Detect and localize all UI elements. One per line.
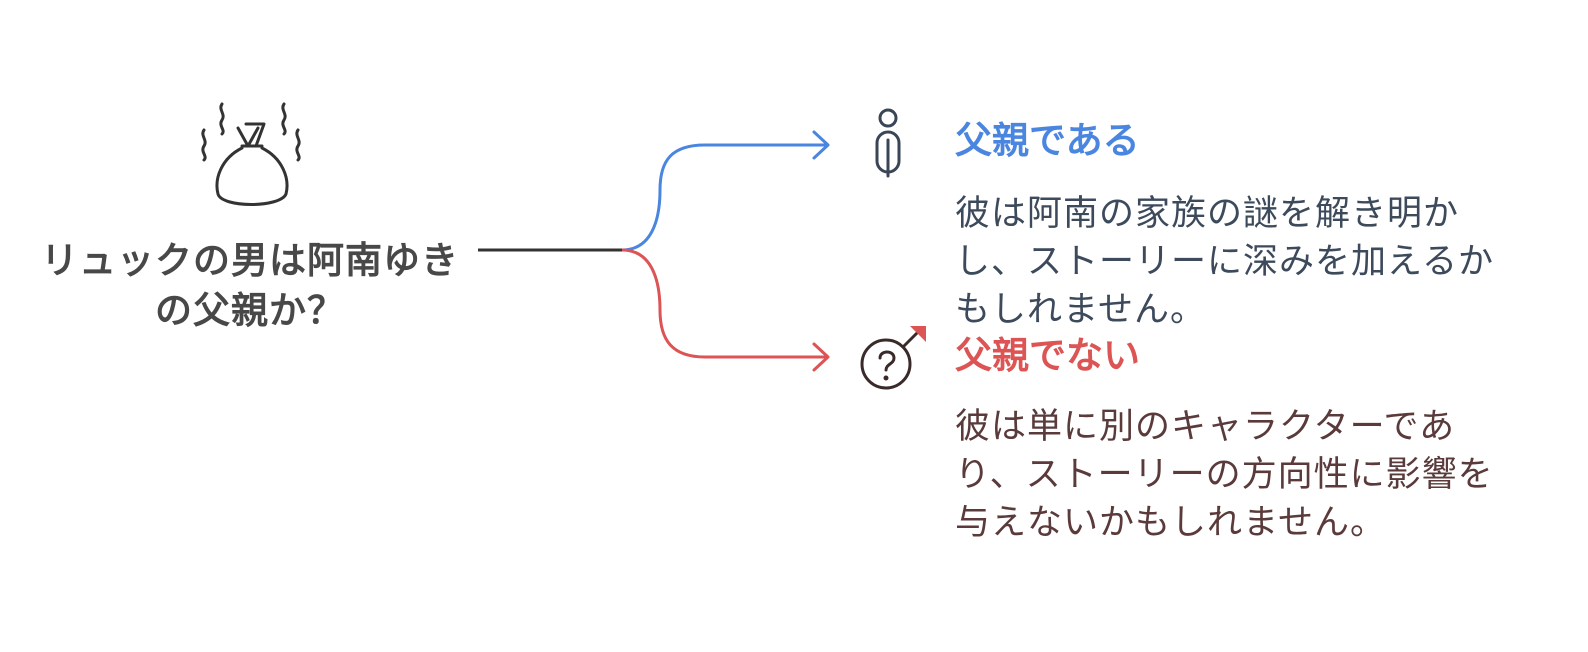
yes-arrow-head: [812, 130, 830, 160]
person-icon: [875, 108, 901, 178]
no-arrow-head: [812, 342, 830, 372]
yes-branch-line: [621, 143, 828, 252]
branch-title-no: 父親でない: [955, 334, 1140, 377]
male-question-icon: [860, 326, 926, 390]
branch-description-yes: 彼は阿南の家族の謎を解き明かし、ストーリーに深みを加えるかもしれません。: [955, 194, 1494, 330]
branch-description-no: 彼は単に別のキャラクターであり、ストーリーの方向性に影響を与えないかもしれません…: [955, 407, 1494, 543]
smelly-bag-icon: [201, 102, 301, 206]
root-question: リュックの男は阿南ゆきの父親か？: [41, 239, 459, 332]
branch-title-yes: 父親である: [955, 119, 1140, 162]
no-branch-line: [621, 248, 828, 359]
